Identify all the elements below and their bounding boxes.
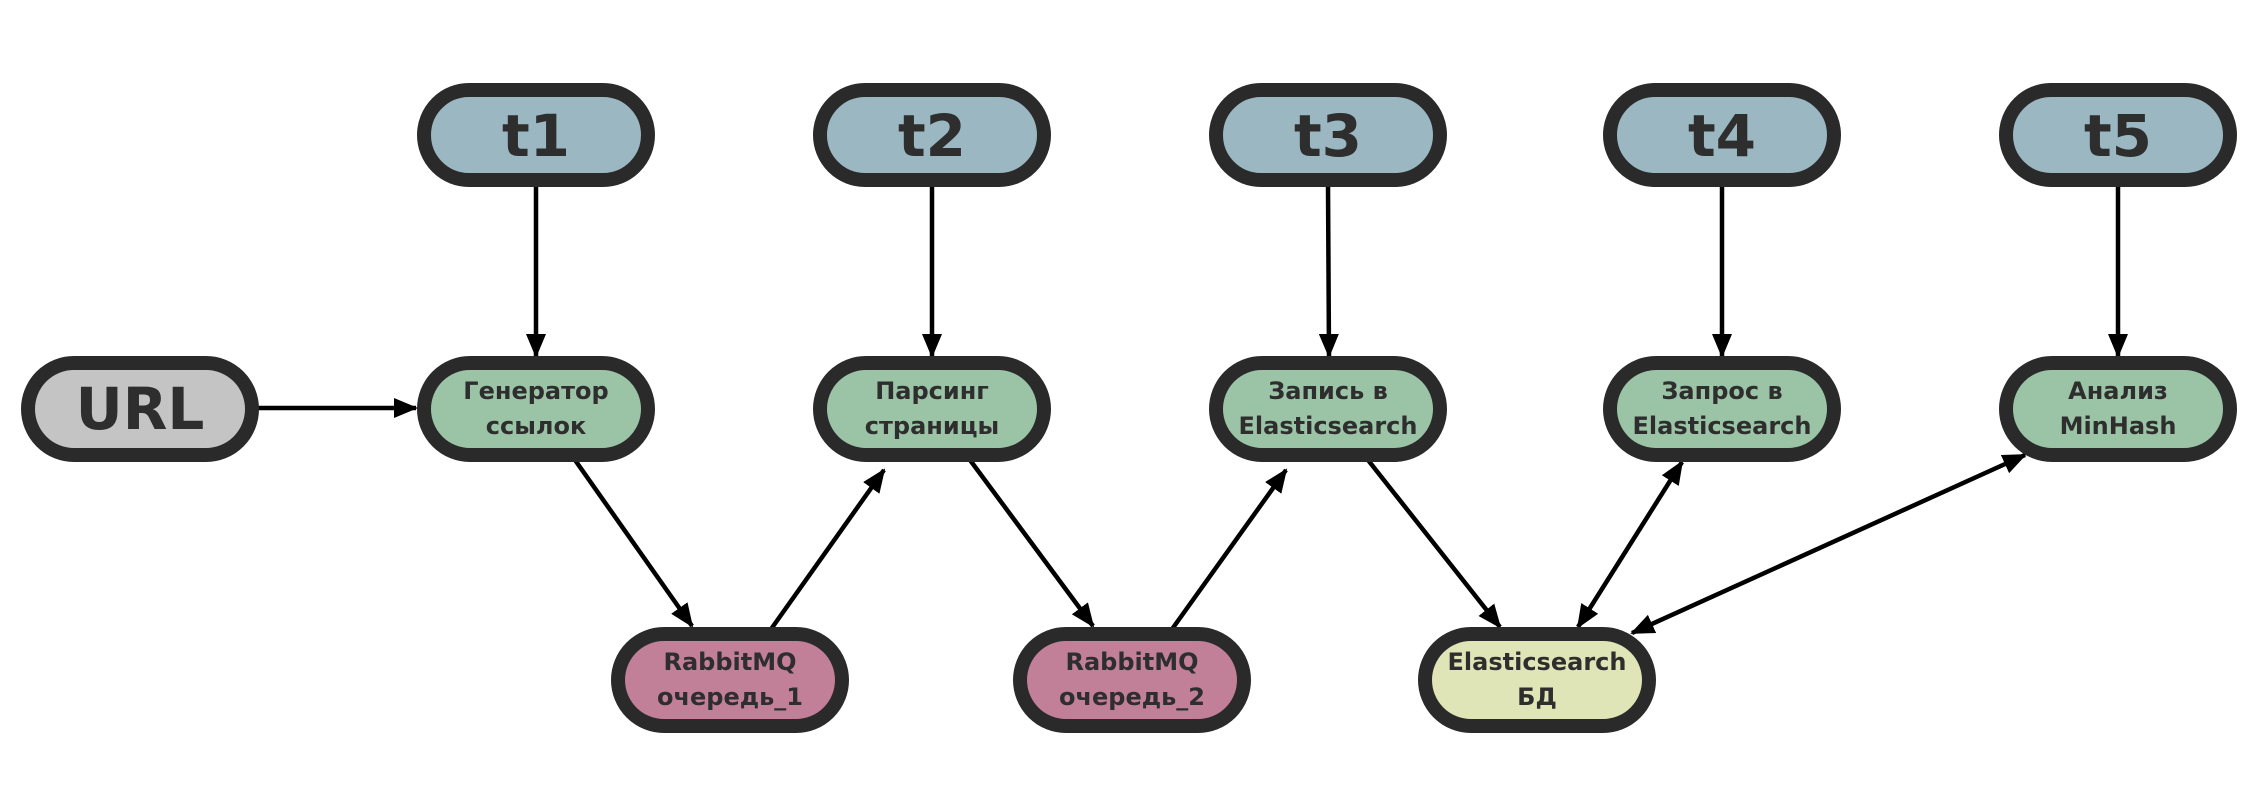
node-label-line-1: Парсинг (875, 377, 989, 405)
edge-t3-to-write-es (1318, 184, 1339, 358)
node-shape (417, 356, 655, 462)
time-node-t4[interactable]: t4 (1603, 83, 1841, 187)
node-shape (1013, 627, 1251, 733)
node-shape (1418, 627, 1656, 733)
node-shape (1999, 83, 2237, 187)
edge-query-es-es-db-bidirectional (1576, 460, 1684, 629)
process-node-write-elasticsearch[interactable]: Запись в Elasticsearch (1209, 356, 1447, 462)
queue-node-rabbitmq-1[interactable]: RabbitMQ очередь_1 (611, 627, 849, 733)
node-label-line-2: MinHash (2060, 412, 2177, 440)
node-label-line-2: БД (1517, 683, 1557, 711)
edge-page-parsing-to-queue-2 (968, 458, 1095, 628)
node-label-line-2: Elasticsearch (1633, 412, 1812, 440)
node-label: t2 (898, 102, 966, 170)
node-shape (611, 627, 849, 733)
node-shape (1209, 83, 1447, 187)
edge-minhash-es-db-bidirectional (1630, 452, 2027, 636)
node-label-line-2: очередь_1 (657, 683, 803, 711)
node-label: t1 (502, 102, 570, 170)
process-node-query-elasticsearch[interactable]: Запрос в Elasticsearch (1603, 356, 1841, 462)
database-node-elasticsearch[interactable]: Elasticsearch БД (1418, 627, 1656, 733)
node-label: t4 (1688, 102, 1756, 170)
node-label: URL (76, 375, 205, 443)
node-label-line-1: Elasticsearch (1448, 648, 1627, 676)
node-label: t3 (1294, 102, 1362, 170)
node-label-line-1: Запись в (1268, 377, 1388, 405)
node-label-line-1: RabbitMQ (1065, 648, 1198, 676)
node-label-line-1: Запрос в (1661, 377, 1782, 405)
time-node-t1[interactable]: t1 (417, 83, 655, 187)
node-shape (1603, 83, 1841, 187)
node-shape (417, 83, 655, 187)
edges-layer (256, 184, 2128, 636)
node-shape (1603, 356, 1841, 462)
time-node-t5[interactable]: t5 (1999, 83, 2237, 187)
edge-write-es-to-es-db (1366, 458, 1502, 629)
node-label-line-2: ссылок (486, 412, 587, 440)
node-label-line-2: Elasticsearch (1239, 412, 1418, 440)
node-label-line-2: очередь_2 (1059, 683, 1205, 711)
time-node-t2[interactable]: t2 (813, 83, 1051, 187)
node-label-line-2: страницы (865, 412, 999, 440)
node-shape (21, 356, 259, 462)
edge-queue-1-to-page-parsing (767, 468, 886, 634)
node-label: t5 (2084, 102, 2152, 170)
node-label-line-1: Анализ (2068, 377, 2168, 405)
url-input-node[interactable]: URL (21, 356, 259, 462)
node-label-line-1: RabbitMQ (663, 648, 796, 676)
node-shape (1999, 356, 2237, 462)
nodes-layer: t1 t2 t3 t4 t5 URL Генератор ссылок (21, 83, 2237, 733)
time-node-t3[interactable]: t3 (1209, 83, 1447, 187)
node-shape (813, 356, 1051, 462)
queue-node-rabbitmq-2[interactable]: RabbitMQ очередь_2 (1013, 627, 1251, 733)
process-node-page-parsing[interactable]: Парсинг страницы (813, 356, 1051, 462)
node-shape (1209, 356, 1447, 462)
edge-queue-2-to-write-es (1168, 468, 1288, 634)
node-label-line-1: Генератор (463, 377, 608, 405)
process-node-link-generator[interactable]: Генератор ссылок (417, 356, 655, 462)
edge-link-generator-to-queue-1 (573, 458, 694, 628)
process-node-minhash-analysis[interactable]: Анализ MinHash (1999, 356, 2237, 462)
node-shape (813, 83, 1051, 187)
